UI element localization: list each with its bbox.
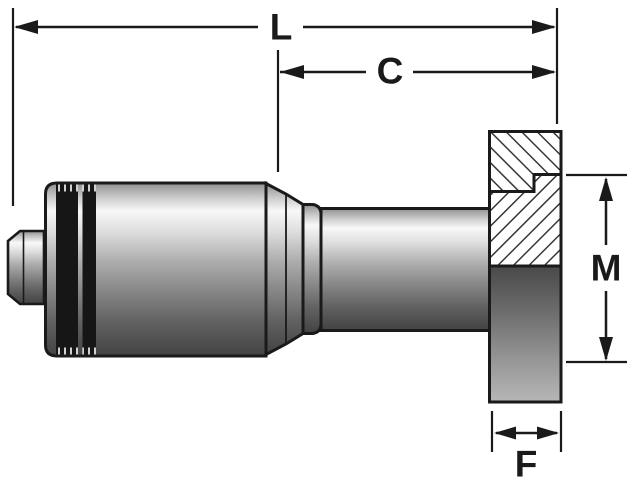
dim-label-C: C (377, 51, 404, 92)
collar-ring (301, 203, 323, 335)
crimp-band-2 (82, 184, 96, 355)
dimension-flange-thickness: F (490, 411, 563, 485)
dim-label-L: L (270, 7, 293, 48)
arrowhead-right (532, 65, 556, 79)
flange-section-inner (488, 173, 563, 268)
serration (82, 347, 96, 355)
arrowhead-left (280, 65, 304, 79)
ferrule-body (44, 181, 268, 358)
serration (56, 184, 78, 192)
transition-cone (264, 181, 305, 357)
arrowhead-up (599, 177, 613, 201)
tube-stem (319, 207, 493, 332)
crimp-band-1 (56, 184, 78, 355)
dim-label-M: M (591, 248, 622, 289)
crimp-ferrule (44, 181, 268, 358)
serration (56, 347, 78, 355)
dim-label-F: F (515, 444, 538, 485)
cone-outline (264, 181, 305, 357)
nipple-tip (6, 229, 46, 306)
dimension-flange-diameter: M (566, 173, 627, 364)
arrowhead-right (537, 426, 559, 440)
flange-front-face (488, 264, 563, 404)
dimension-overall-length: L (11, 7, 559, 206)
dimension-cut-off-length: C (276, 50, 556, 172)
serration (82, 184, 96, 192)
arrowhead-left (494, 426, 516, 440)
flange-cross-section (488, 130, 563, 268)
arrowhead-left (14, 20, 38, 34)
nipple-tip-outline (6, 229, 46, 306)
arrowhead-right (532, 20, 556, 34)
arrowhead-down (599, 337, 613, 361)
